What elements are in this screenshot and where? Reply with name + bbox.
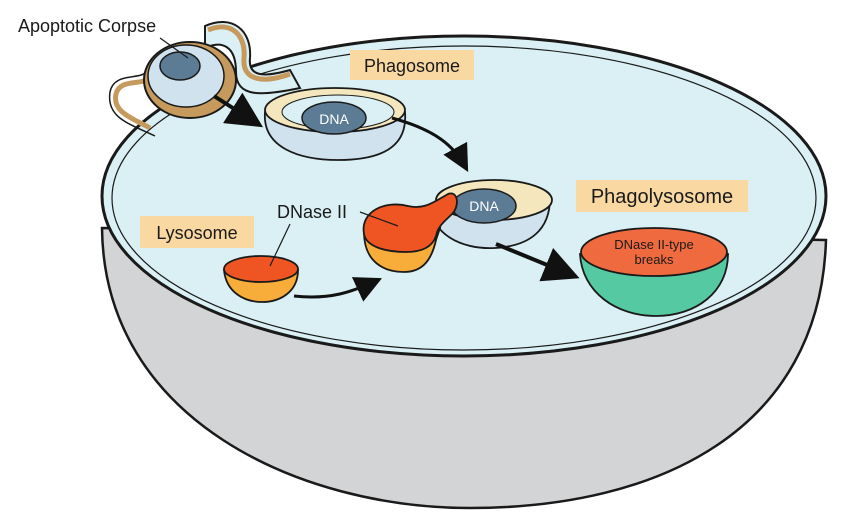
arrow-fusion-to-phagolysosome [495, 242, 580, 282]
fusion-dna-label: DNA [469, 198, 499, 214]
arrow-corpse-to-phagosome [212, 92, 264, 128]
membrane-band-top [207, 24, 291, 82]
dnase-leader-to-fusion [359, 211, 399, 227]
dnase-breaks-label-line1: DNase II-type [614, 237, 693, 252]
dnase-label: DNase II [277, 202, 347, 222]
dnase-breaks-label-line2: breaks [634, 252, 674, 267]
apoptotic-corpse-leader [159, 37, 189, 59]
phagolysosome-label-box [576, 180, 748, 212]
pathway-arrows [212, 92, 580, 302]
membrane-band-left-outline [108, 71, 156, 137]
membrane-band-left [113, 76, 152, 131]
apoptotic-corpse [143, 41, 237, 119]
arrow-lysosome-to-fusion [293, 277, 383, 302]
phagosome-dna-label: DNA [319, 111, 349, 127]
phagosome [264, 87, 406, 161]
corpse-nucleus [159, 51, 201, 81]
phagosome-label-box [350, 50, 474, 80]
apoptotic-corpse-label: Apoptotic Corpse [18, 16, 156, 36]
fusion-lysosome-contents [362, 192, 458, 253]
lysosome [223, 255, 299, 303]
lysosome-contents [223, 255, 299, 283]
lysosome-label: Lysosome [156, 223, 237, 243]
cytoplasm-inner-rim [111, 45, 817, 351]
phagosome-label: Phagosome [364, 56, 460, 76]
phagolysosome-contents [580, 227, 728, 277]
fusion-vesicle [362, 179, 553, 273]
phagosome-dna [301, 101, 367, 135]
arrow-phagosome-to-fusion [391, 116, 469, 172]
phagolysosome [579, 227, 729, 317]
lysosome-label-box [140, 216, 254, 248]
dnase-leader-to-lysosome [269, 223, 291, 267]
phagolysosome-label: Phagolysosome [591, 186, 733, 208]
